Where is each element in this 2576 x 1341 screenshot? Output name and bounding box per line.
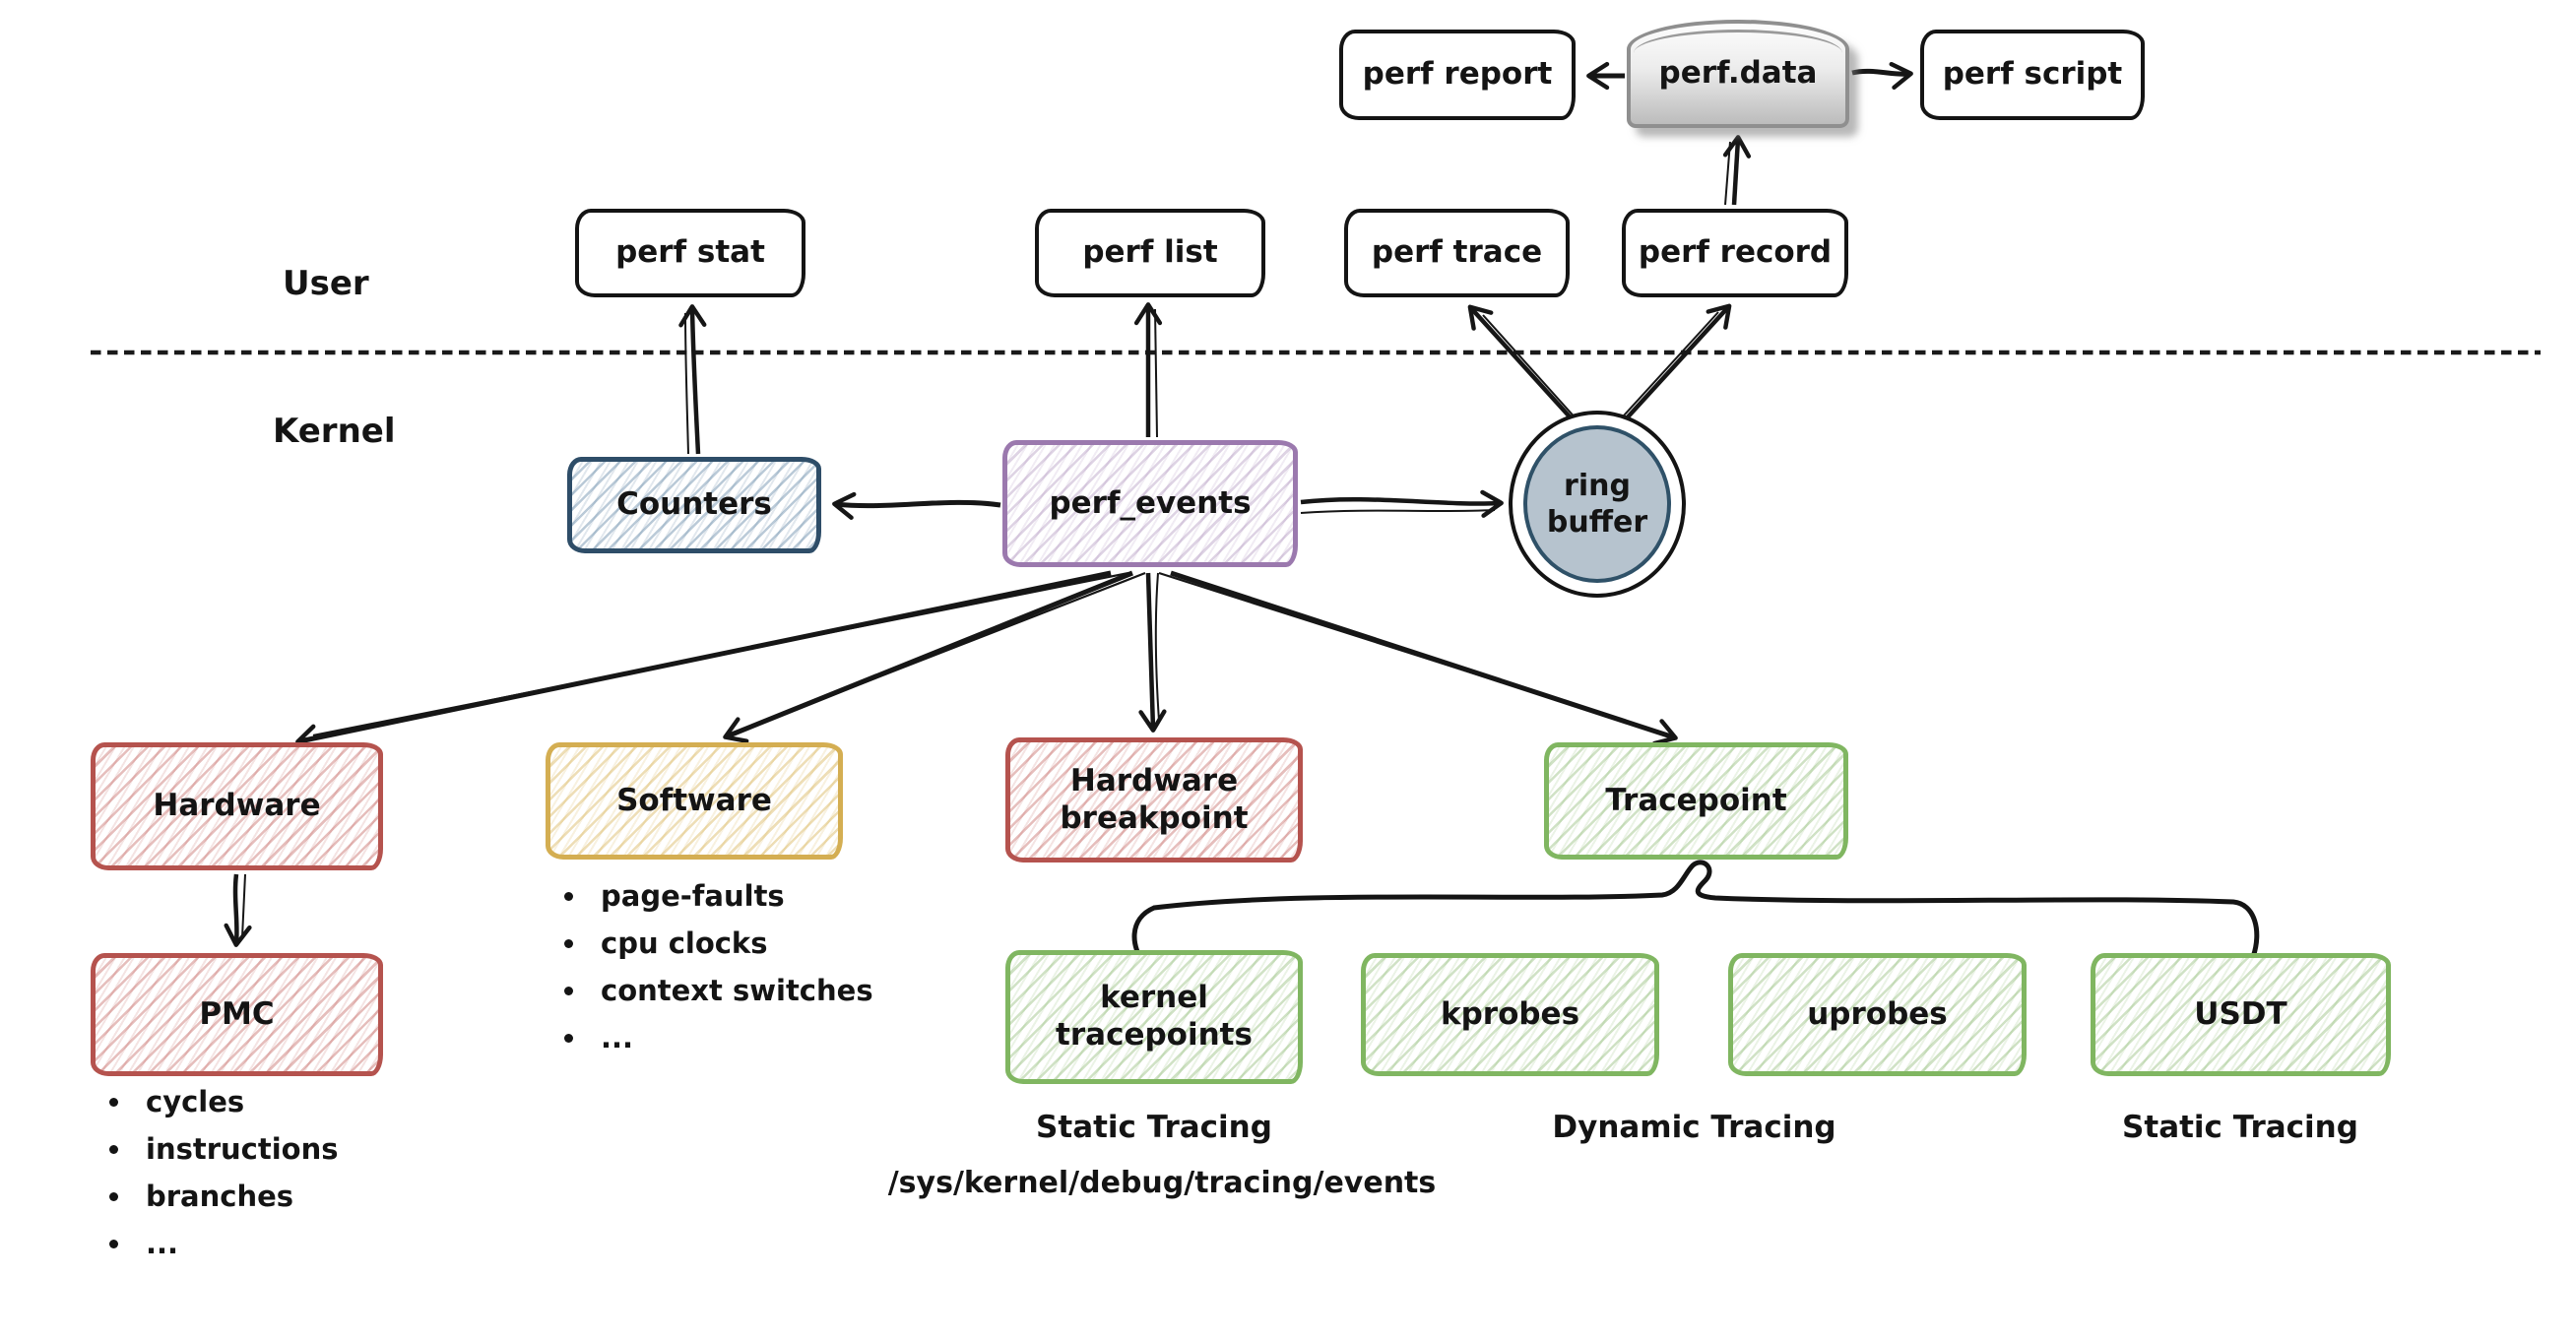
node-usdt: USDT bbox=[2091, 953, 2391, 1076]
node-label: perf record bbox=[1638, 234, 1833, 271]
list-item: branches bbox=[134, 1180, 473, 1213]
node-software: Software bbox=[546, 742, 843, 860]
arrow-perf-events-to-perf-list-sketch bbox=[1154, 308, 1158, 438]
arrow-perf-record-to-perf-data-sketch bbox=[1724, 141, 1731, 206]
arrow-ring-buffer-to-perf-trace bbox=[1467, 304, 1578, 426]
arrow-counters-to-perf-stat bbox=[678, 304, 707, 455]
node-perf-report: perf report bbox=[1339, 30, 1576, 120]
node-label: perf list bbox=[1082, 234, 1218, 271]
list-item: page-faults bbox=[589, 879, 977, 913]
node-perf-data: perf.data bbox=[1627, 20, 1849, 128]
node-label: ring buffer bbox=[1546, 468, 1648, 541]
node-label: perf trace bbox=[1371, 234, 1543, 271]
node-ring-buffer: ring buffer bbox=[1509, 411, 1686, 598]
node-perf-list: perf list bbox=[1035, 209, 1265, 297]
node-label: perf report bbox=[1362, 56, 1553, 93]
node-label: Hardware breakpoint bbox=[1060, 762, 1249, 836]
arrow-perf-events-to-ring-buffer-sketch bbox=[1300, 509, 1496, 514]
arrow-perf-events-to-hardware-sketch bbox=[312, 571, 1129, 737]
arrow-ring-buffer-to-perf-record-sketch bbox=[1613, 311, 1719, 427]
list-item: instructions bbox=[134, 1132, 473, 1166]
arrow-perf-events-to-hw-breakpoint-sketch bbox=[1154, 572, 1160, 722]
node-label: Tracepoint bbox=[1605, 782, 1787, 818]
node-label: perf.data bbox=[1658, 55, 1818, 92]
label-user: User bbox=[283, 264, 369, 303]
node-uprobes: uprobes bbox=[1728, 953, 2027, 1076]
node-kprobes: kprobes bbox=[1361, 953, 1659, 1076]
node-label: Software bbox=[616, 782, 772, 818]
node-label: perf stat bbox=[615, 234, 765, 271]
list-item: cpu clocks bbox=[589, 926, 977, 960]
node-label: Counters bbox=[616, 486, 772, 523]
node-counters: Counters bbox=[567, 457, 821, 553]
node-perf-script: perf script bbox=[1920, 30, 2145, 120]
arrow-ring-buffer-to-perf-record bbox=[1622, 303, 1732, 423]
caption-dynamic-tracing: Dynamic Tracing bbox=[1552, 1110, 1836, 1145]
arrow-ring-buffer-to-perf-trace-sketch bbox=[1482, 314, 1587, 431]
node-label: Hardware bbox=[153, 788, 321, 824]
arrow-hardware-to-pmc bbox=[224, 873, 252, 947]
node-hardware: Hardware bbox=[91, 742, 383, 870]
arrow-perf-events-to-tracepoint-sketch bbox=[1158, 571, 1663, 735]
node-label: USDT bbox=[2194, 995, 2287, 1032]
ring-buffer-core: ring buffer bbox=[1523, 425, 1671, 583]
label-kernel: Kernel bbox=[273, 412, 396, 451]
arrow-perf-events-to-software-sketch bbox=[738, 571, 1146, 734]
software-event-list: page-faults cpu clocks context switches... bbox=[553, 879, 977, 1068]
list-item: ... bbox=[134, 1227, 473, 1260]
node-label: kprobes bbox=[1440, 995, 1580, 1032]
arrow-hardware-to-pmc-sketch bbox=[241, 873, 246, 938]
list-item: context switches bbox=[589, 974, 977, 1007]
caption-static-tracing-left: Static Tracing bbox=[1036, 1110, 1272, 1145]
arrow-perf-events-to-ring-buffer bbox=[1300, 489, 1504, 518]
node-label: kernel tracepoints bbox=[1056, 980, 1253, 1053]
node-kernel-tracepoints: kernel tracepoints bbox=[1005, 950, 1303, 1084]
node-label: uprobes bbox=[1807, 995, 1948, 1032]
node-label: perf_events bbox=[1049, 484, 1252, 521]
caption-events-path: /sys/kernel/debug/tracing/events bbox=[887, 1166, 1437, 1200]
arrow-perf-record-to-perf-data bbox=[1722, 135, 1752, 206]
arrow-perf-data-to-perf-script bbox=[1851, 61, 1913, 91]
node-perf-stat: perf stat bbox=[575, 209, 805, 297]
node-tracepoint: Tracepoint bbox=[1544, 742, 1848, 860]
arrow-counters-to-perf-stat-sketch bbox=[684, 312, 689, 455]
list-item: ... bbox=[589, 1021, 977, 1054]
caption-static-tracing-right: Static Tracing bbox=[2122, 1110, 2358, 1145]
arrow-perf-events-to-counters bbox=[832, 491, 1001, 520]
tracepoint-bracket bbox=[1131, 860, 2260, 968]
cylinder-lid bbox=[1634, 30, 1842, 53]
node-hardware-breakpoint: Hardware breakpoint bbox=[1005, 737, 1303, 862]
node-perf-events: perf_events bbox=[1002, 440, 1298, 567]
node-label: PMC bbox=[199, 995, 275, 1032]
node-perf-record: perf record bbox=[1622, 209, 1848, 297]
list-item: cycles bbox=[134, 1085, 473, 1118]
node-pmc: PMC bbox=[91, 953, 383, 1076]
pmc-event-list: cycles instructions branches... bbox=[98, 1085, 473, 1274]
node-perf-trace: perf trace bbox=[1344, 209, 1570, 297]
arrow-perf-events-to-hw-breakpoint bbox=[1138, 572, 1167, 733]
node-label: perf script bbox=[1942, 56, 2123, 93]
